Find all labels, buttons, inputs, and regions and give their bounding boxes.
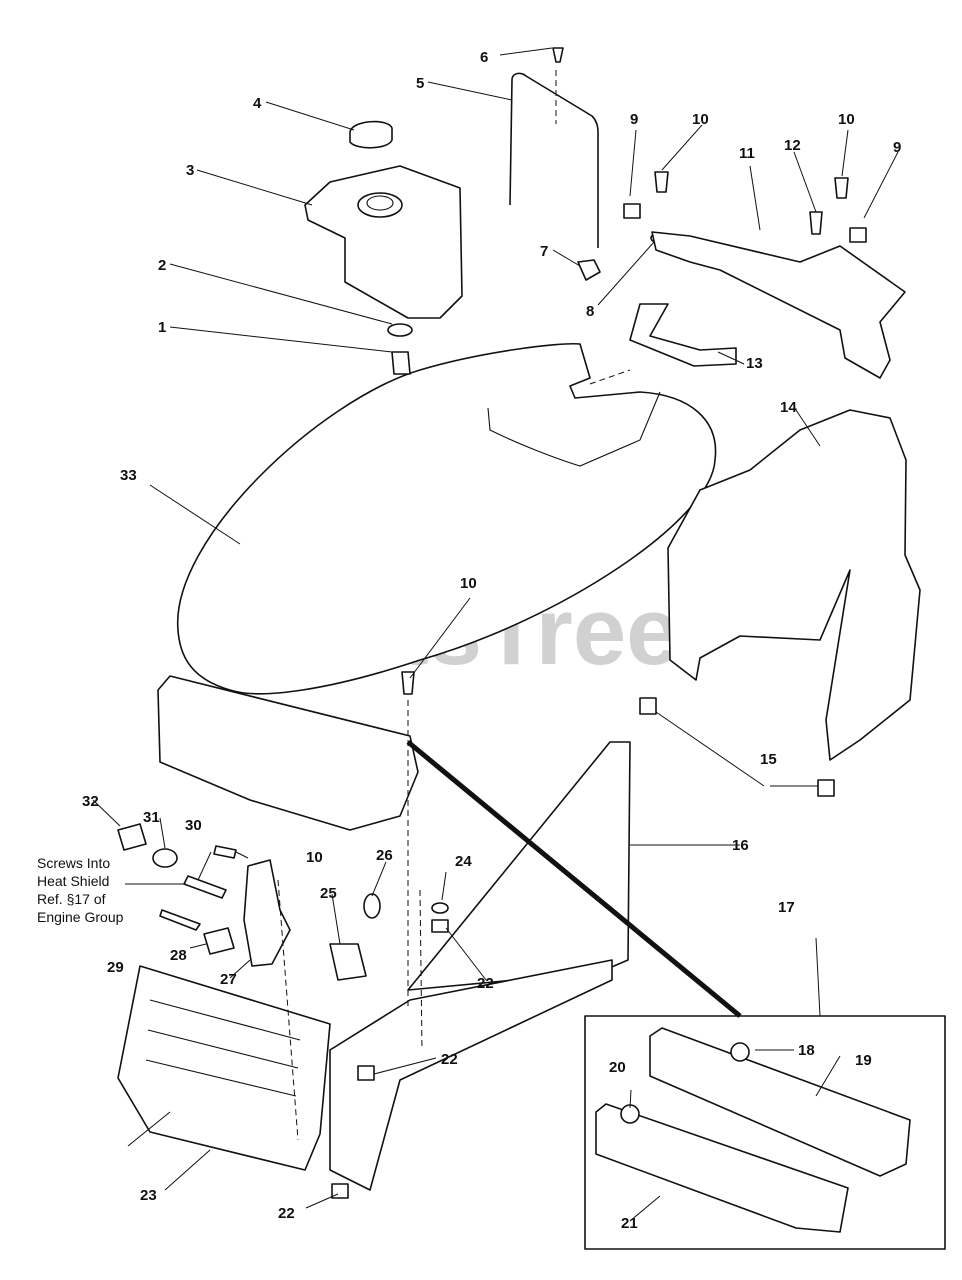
callout-24: 24: [455, 853, 472, 870]
callout-12: 12: [784, 137, 801, 154]
callout-6: 6: [480, 49, 488, 66]
grille-frame-part: [407, 741, 631, 991]
callout-22-base: 22: [441, 1051, 458, 1068]
front-grille-part: [117, 965, 331, 1171]
clip-part-right: [849, 227, 867, 243]
headlight-kit-inset: [584, 1015, 946, 1250]
screw-part: [834, 177, 849, 199]
note-line-3: Ref. §17 of: [37, 891, 106, 907]
callout-23: 23: [140, 1187, 157, 1204]
screw-part: [213, 845, 237, 859]
assembly-line: [589, 369, 631, 385]
callout-5: 5: [416, 75, 424, 92]
headlight-lens-inset-part: [595, 1103, 849, 1233]
callout-15: 15: [760, 751, 777, 768]
callout-20: 20: [609, 1059, 626, 1076]
callout-3: 3: [186, 162, 194, 179]
callout-11: 11: [739, 145, 755, 162]
bulb-socket-part: [730, 1042, 750, 1062]
headlight-bezel-part: [649, 1027, 911, 1177]
u-bolt-part: [509, 72, 599, 248]
callout-31: 31: [143, 809, 160, 826]
callout-9-right: 9: [893, 139, 901, 156]
callout-13: 13: [746, 355, 763, 372]
nut-part: [577, 259, 601, 281]
callout-1: 1: [158, 319, 166, 336]
note-line-4: Engine Group: [37, 909, 124, 925]
callout-10-hood: 10: [460, 575, 477, 592]
assembly-line: [419, 889, 423, 1051]
callout-32: 32: [82, 793, 99, 810]
nut-part: [357, 1065, 375, 1081]
note-line-1: Screws Into: [37, 855, 110, 871]
callout-10-top-right: 10: [838, 111, 855, 128]
callout-25: 25: [320, 885, 337, 902]
callout-22-bottom: 22: [278, 1205, 295, 1222]
callout-33: 33: [120, 467, 137, 484]
headlight-lens-part: [157, 675, 419, 831]
fitting-part: [391, 351, 411, 375]
nut-part: [431, 919, 449, 933]
callout-9-left: 9: [630, 111, 638, 128]
fuel-tank-part: [304, 165, 463, 319]
bushing-part: [152, 848, 178, 868]
dash-shroud-part: [667, 409, 921, 761]
bolt-part: [159, 909, 201, 931]
fuel-cap-part: [349, 120, 393, 149]
assembly-line: [277, 879, 299, 1141]
screw-part: [654, 171, 669, 193]
callout-leader: [92, 47, 899, 1222]
wire-leader: [406, 740, 742, 1018]
spring-clip-part: [363, 893, 381, 919]
callout-2: 2: [158, 257, 166, 274]
callout-8: 8: [586, 303, 594, 320]
spacer-part: [203, 927, 235, 955]
callout-18: 18: [798, 1042, 815, 1059]
bolt-part: [183, 875, 227, 899]
grommet-part: [387, 323, 413, 337]
hood-part: [177, 342, 717, 695]
callout-21: 21: [621, 1215, 638, 1232]
callout-16: 16: [732, 837, 749, 854]
screw-part: [401, 671, 415, 695]
hinge-bracket-part: [243, 859, 291, 967]
callout-22-frame: 22: [477, 975, 494, 992]
clip-part-left: [623, 203, 641, 219]
mounting-bracket-part: [651, 231, 906, 379]
spacer-part: [117, 823, 147, 851]
callout-10-top-left: 10: [692, 111, 709, 128]
callout-26: 26: [376, 847, 393, 864]
callout-14: 14: [780, 399, 797, 416]
callout-30: 30: [185, 817, 202, 834]
heat-shield-note: Screws Into Heat Shield Ref. §17 of Engi…: [37, 855, 124, 925]
callout-19: 19: [855, 1052, 872, 1069]
nose-base-part: [329, 959, 613, 1191]
callout-28: 28: [170, 947, 187, 964]
callout-10-bracket: 10: [306, 849, 323, 866]
washer-part: [431, 902, 449, 914]
clip-part: [639, 697, 657, 715]
callout-27: 27: [220, 971, 237, 988]
callout-4: 4: [253, 95, 262, 112]
clip-part: [817, 779, 835, 797]
callout-29: 29: [107, 959, 124, 976]
screw-part: [809, 211, 823, 235]
callout-17: 17: [778, 899, 795, 916]
support-rod-part: [629, 303, 737, 367]
bushing-part: [329, 943, 367, 981]
callout-7: 7: [540, 243, 548, 260]
note-line-2: Heat Shield: [37, 873, 109, 889]
pin-part: [552, 47, 564, 63]
